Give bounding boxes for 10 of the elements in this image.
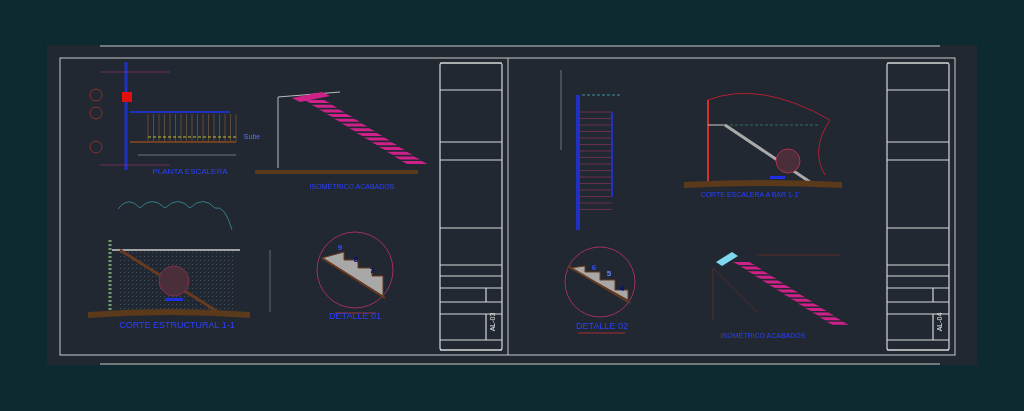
view-title: DETALLE 02 <box>576 322 628 331</box>
step-number: 4 <box>619 285 625 293</box>
step-number: 5 <box>606 270 612 278</box>
view-title: DETALLE 01 <box>329 312 381 321</box>
step-number: 6 <box>591 264 597 272</box>
step-number: 9 <box>337 244 343 252</box>
view-title: CORTE ESTRUCTURAL 1-1 <box>119 321 235 330</box>
view-title: PLANTA ESCALERA <box>152 168 228 176</box>
step-number: 7 <box>369 267 375 275</box>
step-number: 8 <box>353 256 359 264</box>
